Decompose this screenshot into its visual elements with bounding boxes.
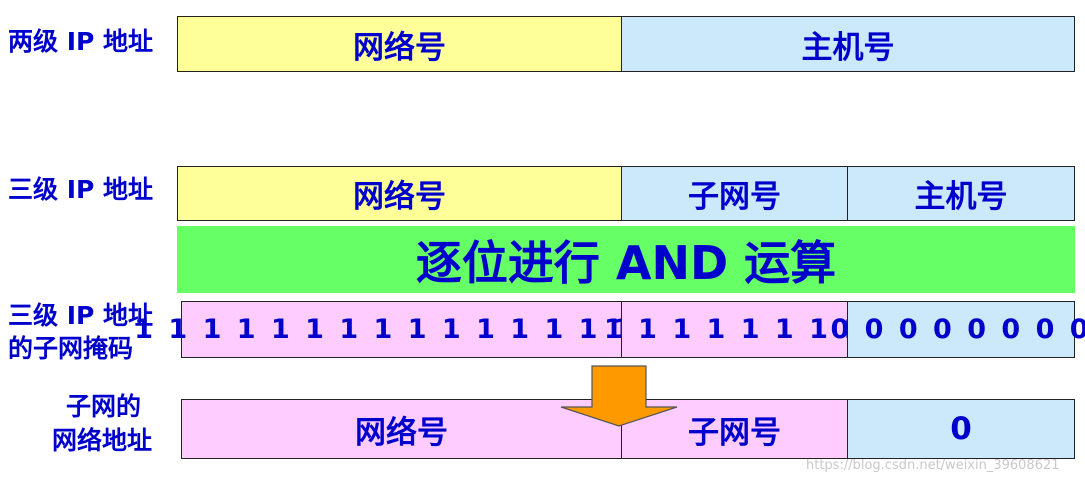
- row2-subnet-field: 子网号: [621, 166, 848, 221]
- watermark: https://blog.csdn.net/weixin_39608621: [806, 458, 1060, 473]
- row4-subnet-field: 子网号: [621, 399, 848, 459]
- row4-label-line2: 网络地址: [52, 426, 153, 455]
- and-operation-label: 逐位进行 AND 运算: [415, 235, 837, 290]
- mask-subnet-bits: 1 1 1 1 1 1 1 1: [604, 301, 862, 358]
- mask-network-bits: 1 1 1 1 1 1 1 1 1 1 1 1 1 1 1 1: [134, 301, 666, 358]
- down-arrow-icon: [560, 365, 678, 427]
- row4-label-line1: 子网的: [66, 392, 142, 421]
- row1-network-field: 网络号: [177, 16, 622, 72]
- row1-label: 两级 IP 地址: [8, 27, 154, 56]
- mask-host-bits: 0 0 0 0 0 0 0 0: [830, 301, 1085, 358]
- row3-label-line1: 三级 IP 地址: [8, 301, 154, 330]
- and-operation-band: 逐位进行 AND 运算: [177, 226, 1075, 293]
- row1-host-field: 主机号: [621, 16, 1075, 72]
- row3-label-line2: 的子网掩码: [8, 334, 134, 363]
- row2-label: 三级 IP 地址: [8, 175, 154, 204]
- row4-network-field: 网络号: [181, 399, 622, 459]
- row4-host-field: 0: [847, 399, 1075, 459]
- row2-host-field: 主机号: [847, 166, 1075, 221]
- row2-network-field: 网络号: [177, 166, 622, 221]
